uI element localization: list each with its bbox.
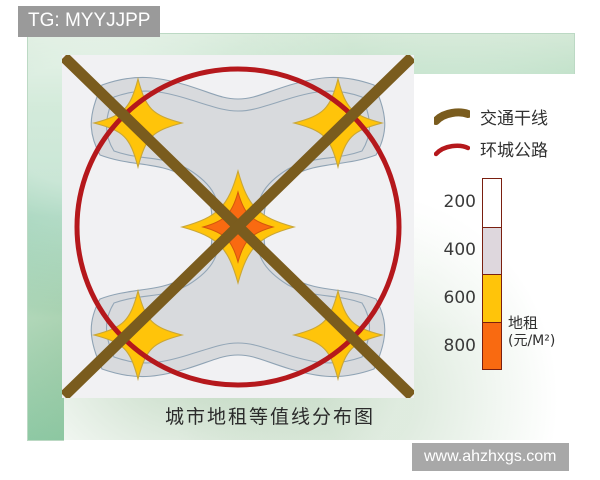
colorbar-gradient (482, 178, 502, 370)
thick-curve-icon (434, 105, 470, 127)
watermark: www.ahzhxgs.com (412, 443, 569, 471)
legend-item-ring-road: 环城公路 (434, 132, 574, 164)
thin-curve-icon (434, 137, 470, 159)
colorbar-tick-labels: 200 400 600 800 (434, 178, 476, 370)
legend-label-trunk-line: 交通干线 (480, 108, 548, 129)
colorbar-title: 地租 (508, 314, 539, 332)
colorbar-band-600 (483, 274, 501, 322)
map-caption: 城市地租等值线分布图 (164, 406, 375, 428)
trunk-line-ne-sw (62, 55, 414, 398)
colorbar-tick-1: 200 (443, 192, 476, 212)
colorbar-unit: (元/M²) (508, 332, 556, 349)
tag-badge: TG: MYYJJPP (18, 6, 161, 37)
colorbar-title-block: 地租 (元/M²) (508, 314, 555, 350)
legend: 交通干线 环城公路 (434, 100, 574, 164)
colorbar-band-200 (483, 179, 501, 227)
colorbar-tick-4: 800 (443, 336, 476, 356)
ring-road-line (74, 66, 402, 388)
colorbar-band-800 (483, 321, 501, 369)
colorbar-tick-3: 600 (443, 288, 476, 308)
colorbar: 200 400 600 800 地租 (元/M²) (434, 178, 579, 378)
legend-item-trunk-line: 交通干线 (434, 100, 574, 132)
map-panel (62, 55, 414, 398)
colorbar-tick-2: 400 (443, 240, 476, 260)
colorbar-band-400 (483, 226, 501, 274)
isoline-map-svg (62, 55, 414, 398)
trunk-line-group (62, 55, 414, 398)
legend-label-ring-road: 环城公路 (480, 140, 548, 161)
